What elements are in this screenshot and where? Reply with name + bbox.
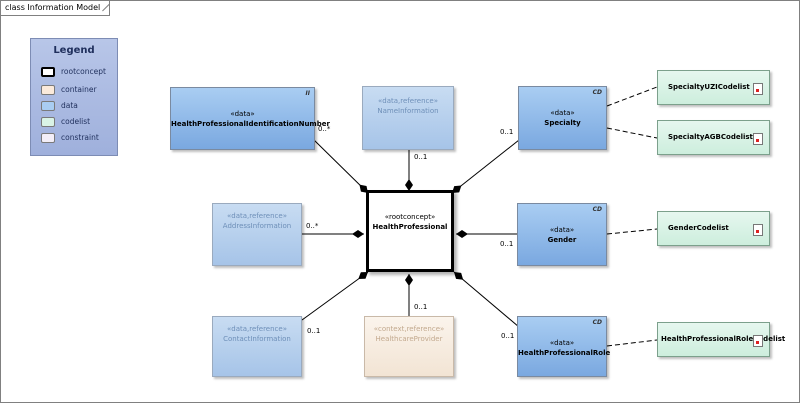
node-name: HealthProfessionalIdentificationNumber [171, 120, 330, 128]
node-stereotype: «data,reference» [378, 97, 438, 105]
codelist-name: GenderCodelist [668, 224, 729, 232]
node-name-information[interactable]: «data,reference» NameInformation [362, 86, 454, 150]
node-name: Specialty [544, 119, 581, 127]
node-address-information[interactable]: «data,reference» AddressInformation [212, 203, 302, 266]
multiplicity-label: 0..1 [500, 128, 514, 136]
codelist-gender[interactable]: GenderCodelist [657, 211, 770, 246]
legend-swatch [41, 133, 55, 143]
node-identification-number[interactable]: II «data» HealthProfessionalIdentificati… [170, 87, 330, 150]
legend-label: constraint [61, 133, 99, 142]
document-icon [753, 224, 763, 236]
document-icon [753, 83, 763, 95]
datatype-label: II [305, 90, 310, 97]
legend-swatch [41, 101, 55, 111]
legend-label: container [61, 85, 97, 94]
multiplicity-label: 0..1 [414, 303, 428, 311]
multiplicity-label: 0..1 [307, 327, 321, 335]
node-health-professional-role[interactable]: CD «data» HealthProfessionalRole [517, 316, 611, 377]
codelist-specialty-agb[interactable]: SpecialtyAGBCodelist [657, 120, 770, 155]
node-name: ContactInformation [223, 335, 291, 343]
link-specialty [451, 139, 520, 194]
codelist-name: SpecialtyAGBCodelist [668, 133, 753, 141]
node-name: HealthcareProvider [375, 335, 443, 343]
node-stereotype: «data» [230, 110, 255, 118]
legend-swatch [41, 67, 55, 77]
codelist-specialty-uzi[interactable]: SpecialtyUZICodelist [657, 70, 770, 105]
node-gender[interactable]: CD «data» Gender [517, 203, 607, 266]
node-specialty[interactable]: CD «data» Specialty [518, 86, 607, 150]
node-name: HealthProfessionalRole [518, 349, 611, 357]
multiplicity-label: 0..* [318, 125, 331, 133]
node-name: NameInformation [377, 107, 439, 115]
codelist-name: SpecialtyUZICodelist [668, 83, 750, 91]
node-healthcare-provider[interactable]: «context,reference» HealthcareProvider [364, 316, 454, 377]
document-icon [753, 133, 763, 145]
node-stereotype: «rootconcept» [384, 213, 436, 221]
diagram-title: class Information Model [5, 3, 101, 12]
node-contact-information[interactable]: «data,reference» ContactInformation [212, 316, 302, 377]
node-health-professional[interactable]: «rootconcept» HealthProfessional [366, 190, 454, 272]
datatype-label: CD [592, 319, 602, 326]
link-contact [301, 271, 369, 321]
node-name: HealthProfessional [372, 223, 448, 231]
legend-label: codelist [61, 117, 91, 126]
dep-uzi [606, 86, 658, 107]
multiplicity-label: 0..1 [414, 153, 428, 161]
datatype-label: CD [592, 206, 602, 213]
legend: Legend rootconcept container data codeli… [30, 38, 118, 156]
datatype-label: CD [592, 89, 602, 96]
legend-swatch [41, 85, 55, 95]
node-name: Gender [547, 236, 577, 244]
node-stereotype: «data» [550, 109, 575, 117]
node-stereotype: «data» [549, 226, 575, 234]
dep-gender [606, 228, 658, 235]
codelist-name: HealthProfessionalRoleCodelist [661, 335, 786, 343]
codelist-role[interactable]: HealthProfessionalRoleCodelist [657, 322, 786, 357]
legend-label: rootconcept [61, 67, 106, 76]
node-stereotype: «data,reference» [227, 212, 287, 220]
dep-agb [606, 127, 658, 139]
node-stereotype: «data» [549, 339, 575, 347]
node-name: AddressInformation [222, 222, 292, 230]
multiplicity-label: 0..1 [500, 240, 514, 248]
frame-tab: class Information Model [1, 1, 110, 16]
document-icon [753, 335, 763, 347]
dep-role [606, 339, 658, 347]
link-role [453, 271, 520, 328]
link-identification [313, 139, 369, 194]
legend-title: Legend [53, 45, 95, 56]
legend-swatch [41, 117, 55, 127]
node-stereotype: «data,reference» [227, 325, 287, 333]
multiplicity-label: 0..* [306, 222, 319, 230]
legend-label: data [61, 101, 78, 110]
multiplicity-label: 0..1 [501, 332, 515, 340]
node-stereotype: «context,reference» [373, 325, 445, 333]
